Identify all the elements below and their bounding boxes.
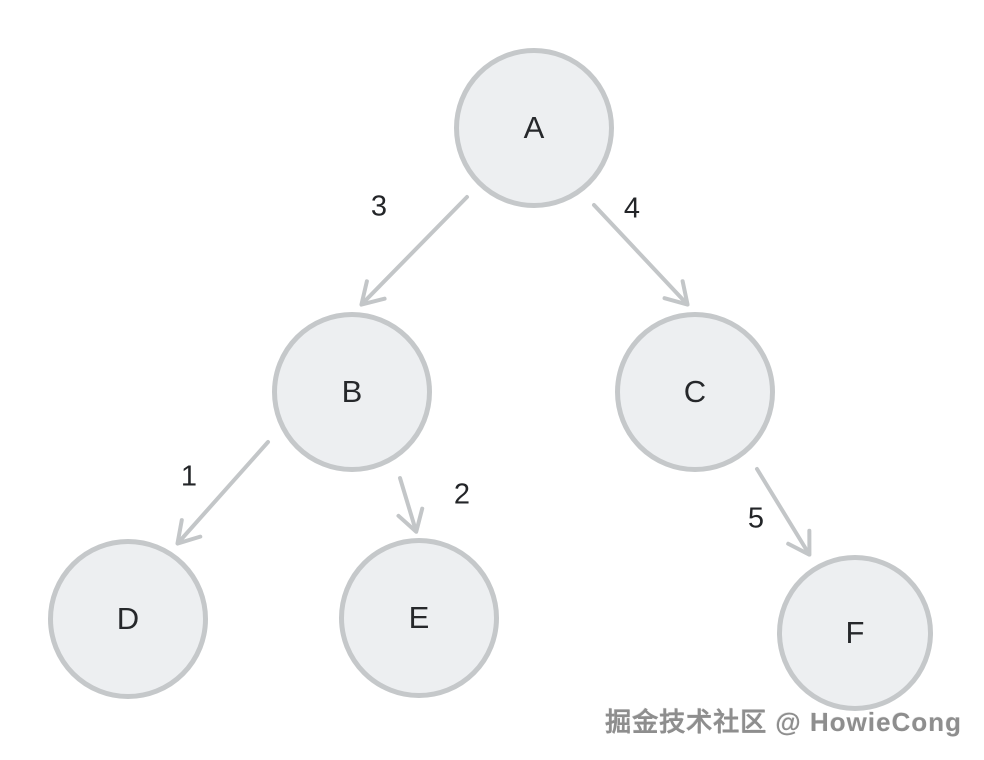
edge-C-F	[755, 467, 812, 557]
edge-B-E	[396, 476, 425, 534]
node-C: C	[615, 312, 775, 472]
edge-A-C	[592, 203, 690, 307]
node-D: D	[48, 539, 208, 699]
edge-label-B-E: 2	[453, 478, 471, 511]
node-A: A	[454, 48, 614, 208]
node-label-F: F	[845, 615, 865, 650]
node-label-C: C	[683, 374, 707, 409]
edge-lines-group	[175, 195, 812, 557]
edge-A-B	[359, 195, 469, 307]
node-label-D: D	[116, 601, 140, 636]
edge-B-D	[175, 440, 270, 546]
edge-label-C-F: 5	[747, 502, 765, 535]
edge-label-B-D: 1	[180, 460, 198, 493]
edge-label-A-C: 4	[623, 192, 641, 225]
node-label-E: E	[408, 600, 430, 635]
node-label-B: B	[341, 374, 363, 409]
node-label-A: A	[523, 110, 545, 145]
node-B: B	[272, 312, 432, 472]
edge-label-A-B: 3	[370, 190, 388, 223]
node-F: F	[777, 555, 933, 711]
node-E: E	[339, 538, 499, 698]
watermark: 掘金技术社区 @ HowieCong	[605, 707, 962, 737]
